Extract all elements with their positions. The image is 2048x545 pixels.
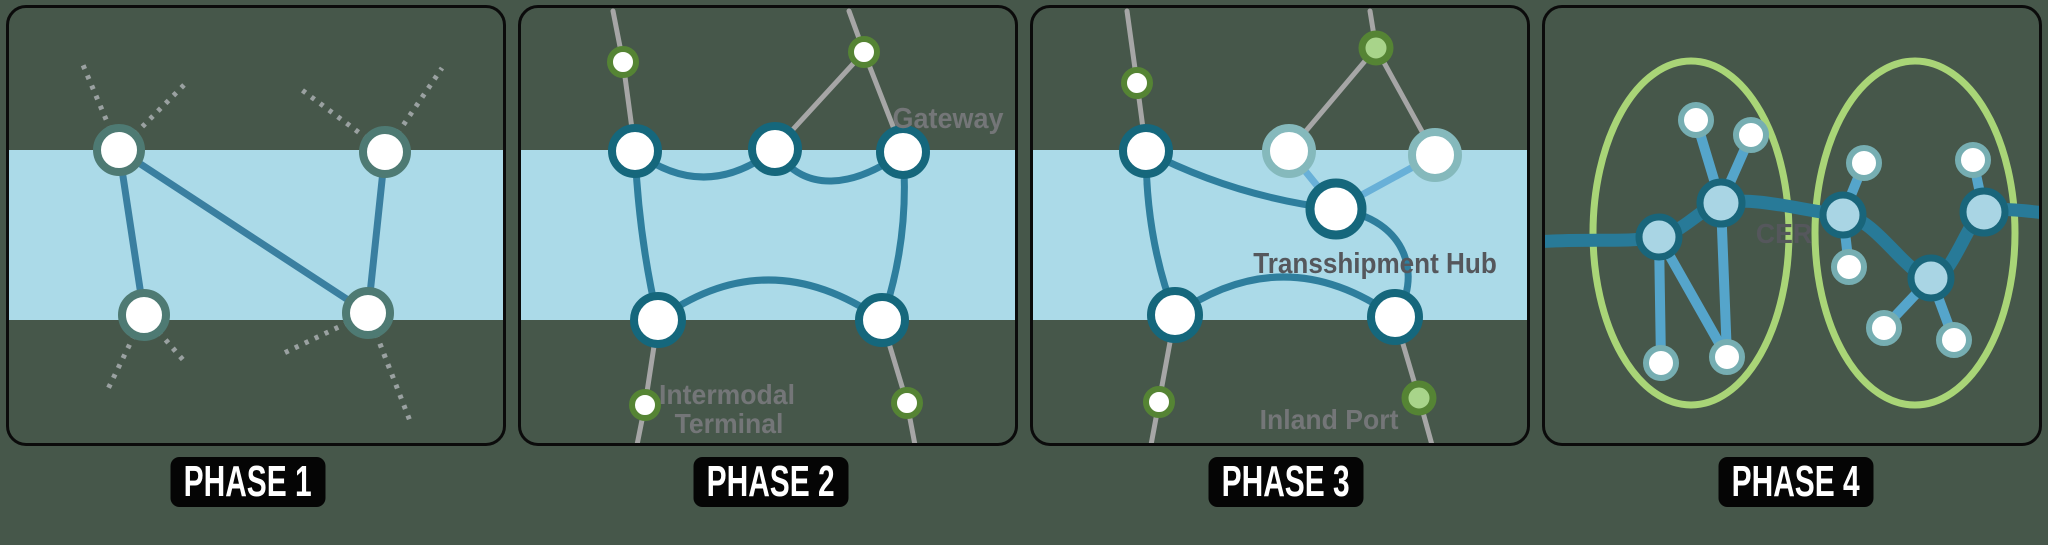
intermodal-terminal-node [891, 387, 923, 419]
port-node [93, 124, 145, 176]
region-boundary [1811, 57, 2019, 409]
bypassed-gateway-node [1262, 124, 1316, 178]
gateway-node [1367, 289, 1423, 345]
transshipment-hub-label: Transshipment Hub [1253, 247, 1497, 280]
shipping-route [654, 276, 886, 324]
panel-phase-4: CER [1542, 5, 2042, 446]
satellite-node [1643, 345, 1679, 381]
phase-1-canvas [9, 64, 503, 422]
shipping-route [115, 146, 372, 317]
gateway-node [1147, 287, 1203, 343]
phase-4-tag: PHASE 4 [1718, 457, 1874, 507]
waterway-band [521, 150, 1015, 320]
shipping-route [115, 146, 148, 319]
satellite-node [1831, 249, 1867, 285]
hub-node [1635, 213, 1683, 261]
phase-1-tag-text: PHASE 1 [183, 457, 313, 506]
intermodal-terminal-node [1121, 67, 1153, 99]
corridor-label: CER [1756, 217, 1812, 249]
hub-node [1696, 178, 1746, 228]
hinterland-dotted-line [117, 83, 186, 152]
satellite-node [1866, 310, 1902, 346]
port-node [118, 289, 170, 341]
bypassed-gateway-node [1408, 128, 1462, 182]
phase-1-tag: PHASE 1 [170, 457, 326, 507]
intermodal-terminal-label: Terminal [675, 407, 784, 439]
intermodal-terminal-node [1143, 386, 1175, 418]
transshipment-hub-node [1305, 178, 1367, 240]
waterway-band [9, 150, 503, 320]
intermodal-terminal-label: Intermodal [659, 378, 795, 410]
gateway-label: Gateway [893, 102, 1004, 134]
shipping-route [1171, 273, 1399, 321]
gateway-node [876, 125, 930, 179]
inland-port-label: Inland Port [1260, 403, 1399, 435]
satellite-node [1936, 322, 1972, 358]
phase-2-tag-text: PHASE 2 [706, 457, 836, 506]
hub-node [1819, 191, 1867, 239]
gateway-node [1119, 124, 1173, 178]
gateway-node [608, 124, 662, 178]
phase-4-tag-text: PHASE 4 [1731, 457, 1861, 506]
phase-4-canvas: CER [1545, 57, 2039, 409]
shipping-route [364, 148, 389, 317]
phase-2-tag: PHASE 2 [693, 457, 849, 507]
cluster-link [1716, 198, 1732, 362]
port-node [359, 126, 411, 178]
inland-port-node [1401, 380, 1437, 416]
hub-node [1959, 187, 2009, 237]
phase-3-tag: PHASE 3 [1208, 457, 1364, 507]
gateway-node [748, 122, 802, 176]
port-node [342, 287, 394, 339]
panel-phase-1 [6, 5, 506, 446]
satellite-node [1709, 339, 1745, 375]
gateway-node [855, 293, 909, 347]
region-boundary [1589, 57, 1793, 409]
satellite-node [1955, 142, 1991, 178]
hub-node [1907, 254, 1955, 302]
hinterland-dotted-line [80, 64, 122, 151]
intermodal-terminal-node [848, 36, 880, 68]
phase-3-tag-text: PHASE 3 [1221, 457, 1351, 506]
inland-port-node [1358, 30, 1394, 66]
satellite-node [1678, 102, 1714, 138]
intermodal-terminal-node [629, 389, 661, 421]
satellite-node [1846, 145, 1882, 181]
gateway-node [630, 292, 686, 348]
intermodal-terminal-node [607, 46, 639, 78]
satellite-node [1733, 117, 1769, 153]
